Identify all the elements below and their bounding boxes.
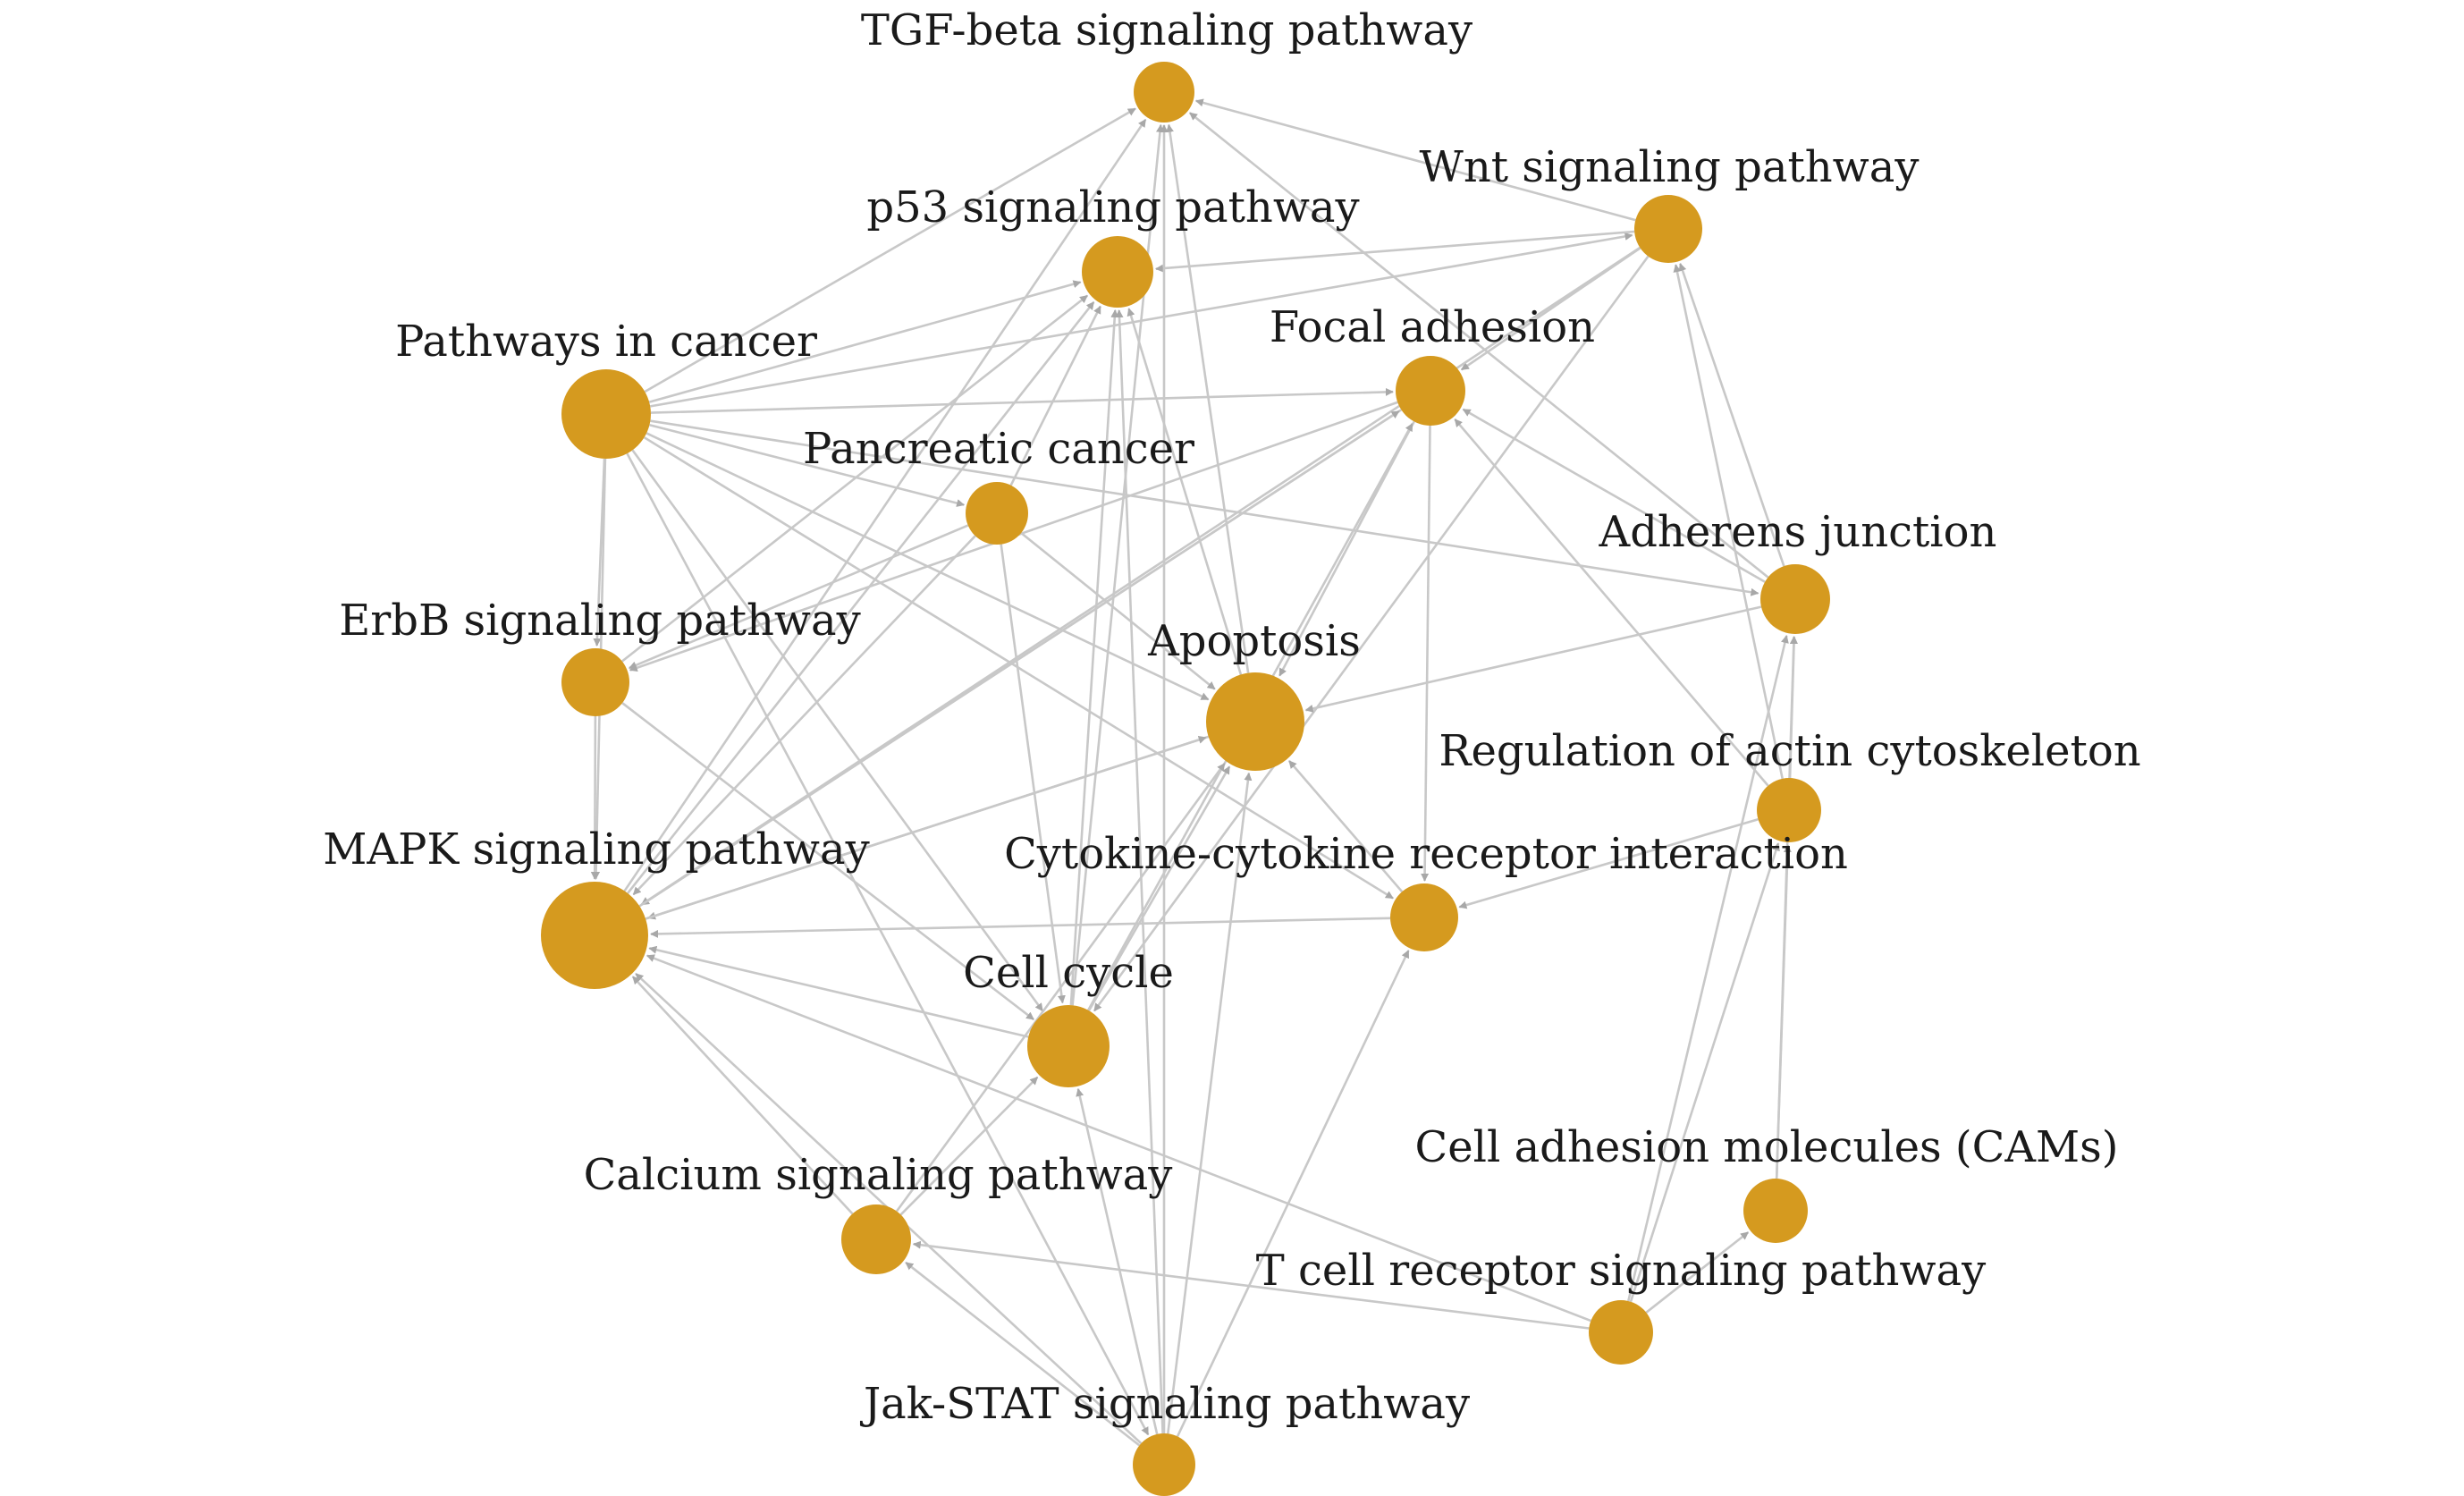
node-label-tcell: T cell receptor signaling pathway [1256,1246,1987,1296]
node-cams[interactable] [1743,1179,1808,1243]
edge-cytokine-to-mapk [650,917,1391,938]
node-label-cellcycle: Cell cycle [963,948,1174,998]
edge-erbb-to-p53 [621,294,1089,663]
node-erbb[interactable] [561,648,629,716]
edge-apoptosis-to-p53 [1127,308,1243,675]
edge-panc-to-erbb [628,524,969,670]
edge-panc-to-mapk [632,535,976,896]
node-panc[interactable] [966,482,1028,545]
edge-calcium-to-apoptosis [895,763,1226,1213]
edge-layer [590,98,1799,1447]
node-label-jak: Jak-STAT signaling pathway [859,1379,1470,1429]
edge-panc-to-cellcycle [1000,544,1066,1004]
node-label-adherens: Adherens junction [1599,507,1997,557]
edge-pic-to-panc [649,424,966,507]
node-cytokine[interactable] [1390,883,1458,951]
edge-cellcycle-to-mapk [648,945,1029,1038]
edge-pic-to-tgf [644,107,1136,393]
edge-mapk-to-p53 [627,300,1095,894]
node-cellcycle[interactable] [1027,1005,1110,1087]
edge-mapk-to-focal [638,410,1400,908]
edge-jak-to-cellcycle [1076,1087,1159,1435]
edge-pic-to-jak [626,452,1150,1436]
node-mapk[interactable] [541,882,648,989]
edge-jak-to-apoptosis [1167,772,1253,1434]
edge-tcell-to-adherens [1627,635,1789,1302]
edge-pic-to-p53 [648,280,1082,403]
edge-wnt-to-p53 [1155,230,1635,273]
node-calcium[interactable] [841,1204,911,1274]
node-label-p53: p53 signaling pathway [866,182,1359,232]
node-focal[interactable] [1396,356,1465,426]
edge-wnt-to-tgf [1194,98,1636,222]
edge-actin-to-focal [1454,418,1769,787]
edge-cellcycle-to-apoptosis [1087,765,1231,1011]
node-label-pic: Pathways in cancer [395,317,817,367]
edge-cams-to-actin [1775,844,1792,1179]
edge-tcell-to-calcium [912,1240,1590,1330]
node-adherens[interactable] [1760,564,1830,634]
node-label-wnt: Wnt signaling pathway [1419,142,1919,192]
node-apoptosis[interactable] [1206,672,1304,771]
edge-tcell-to-actin [1629,842,1780,1303]
edge-jak-to-calcium [905,1261,1141,1447]
edge-pic-to-erbb [593,458,606,647]
edge-pic-to-adherens [650,419,1759,596]
edge-adherens-to-wnt [1678,262,1785,567]
edge-adherens-to-tgf [1188,112,1769,579]
edge-panc-to-p53 [1009,305,1101,486]
edge-mapk-to-tgf [623,118,1147,892]
edge-jak-to-p53 [1115,309,1164,1434]
node-label-mapk: MAPK signaling pathway [323,824,869,875]
edge-pic-to-cellcycle [631,449,1044,1012]
node-label-panc: Pancreatic cancer [803,424,1194,474]
node-layer [541,62,1830,1496]
node-label-focal: Focal adhesion [1270,302,1595,352]
edge-calcium-to-mapk [631,976,854,1215]
edge-apoptosis-to-tgf [1166,123,1250,673]
node-label-cytokine: Cytokine-cytokine receptor interaction [1004,829,1848,879]
edge-cellcycle-to-p53 [1069,309,1119,1006]
node-label-actin: Regulation of actin cytoskeleton [1439,726,2140,776]
node-label-calcium: Calcium signaling pathway [584,1150,1173,1200]
edge-focal-to-cytokine [1421,425,1431,882]
node-actin[interactable] [1757,778,1821,842]
node-tgf[interactable] [1134,62,1194,123]
edge-tcell-to-mapk [646,954,1591,1323]
node-wnt[interactable] [1634,195,1702,263]
node-label-tgf: TGF-beta signaling pathway [861,5,1472,55]
node-label-erbb: ErbB signaling pathway [339,596,860,646]
edge-jak-to-cytokine [1176,950,1410,1437]
node-p53[interactable] [1082,236,1153,308]
node-label-apoptosis: Apoptosis [1147,616,1361,666]
edge-wnt-to-cellcycle [1093,255,1650,1012]
node-pic[interactable] [561,369,651,459]
node-tcell[interactable] [1589,1300,1653,1365]
edge-actin-to-wnt [1673,264,1784,780]
edge-calcium-to-cellcycle [899,1076,1039,1216]
edge-focal-to-apoptosis [1278,420,1415,677]
edge-erbb-to-cellcycle [621,702,1034,1021]
label-layer: TGF-beta signaling pathway p53 signaling … [323,5,2140,1429]
edge-adherens-to-apoptosis [1304,605,1762,713]
edge-adherens-to-focal [1462,408,1766,583]
edge-panc-to-apoptosis [1020,531,1216,690]
edge-mapk-to-apoptosis [645,736,1207,920]
node-jak[interactable] [1133,1433,1195,1496]
edge-tcell-to-cams [1645,1231,1750,1314]
edge-pic-to-focal [650,387,1394,414]
edge-actin-to-cytokine [1458,817,1759,909]
node-label-cams: Cell adhesion molecules (CAMs) [1414,1122,2118,1172]
edge-cytokine-to-apoptosis [1287,760,1404,893]
